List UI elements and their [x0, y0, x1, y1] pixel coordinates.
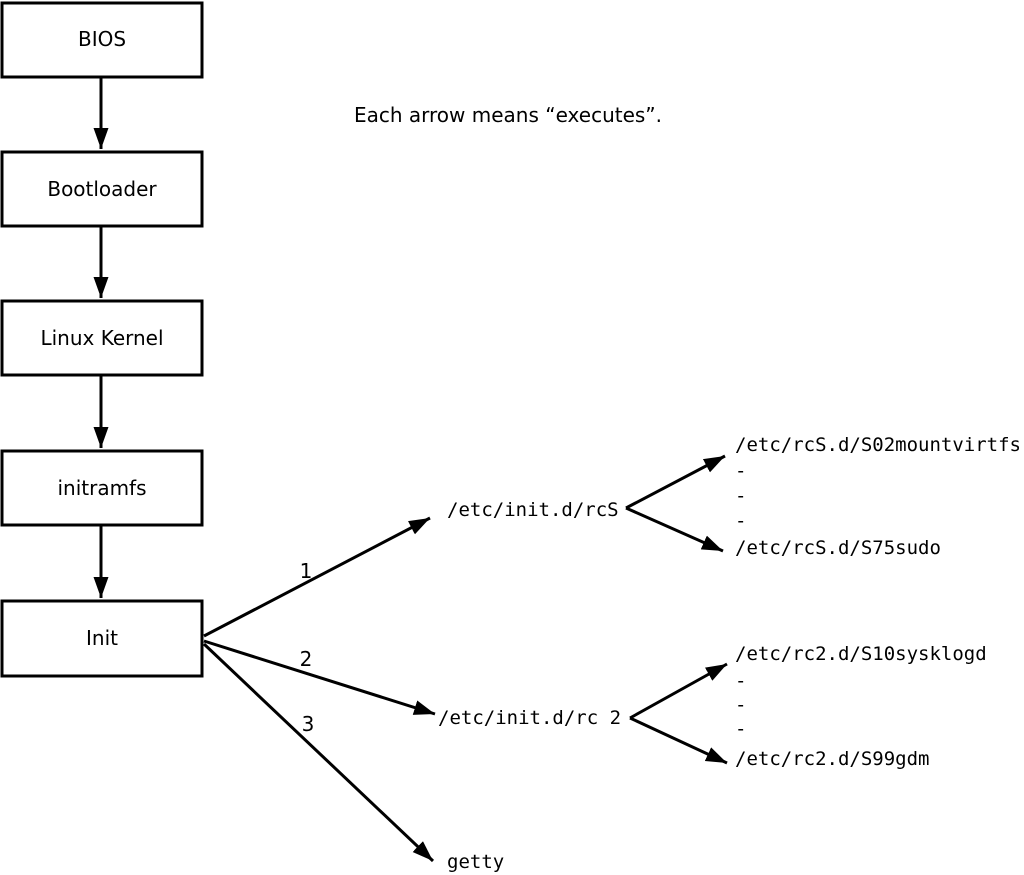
arrow-rcS-to-S02mountvirtfs [625, 454, 726, 510]
rc2-ellipsis-dash: - [735, 670, 746, 692]
bootloader-label: Bootloader [47, 177, 157, 201]
bios-box-rect [0, 1, 204, 79]
rcS-ellipsis-dash: - [735, 460, 746, 482]
init-label: Init [86, 626, 118, 650]
node-rc2-script-first: /etc/rc2.d/S10sysklogd [735, 643, 987, 665]
arrow-rc2-to-S99gdm [629, 716, 728, 765]
branch-label-3: 3 [302, 712, 315, 736]
caption-text: Each arrow means “executes”. [354, 103, 662, 127]
branch-label-1: 1 [300, 559, 313, 583]
branch-label-2: 2 [300, 647, 313, 671]
node-rcS-script-last: /etc/rcS.d/S75sudo [735, 537, 941, 559]
bootloader-box-rect [0, 150, 204, 228]
box-linux-kernel: Linux Kernel [0, 299, 204, 377]
rc2-ellipsis-dash: - [735, 694, 746, 716]
linux-kernel-label: Linux Kernel [40, 326, 163, 350]
arrow-init-to-getty [202, 642, 435, 863]
init-box-rect [0, 599, 204, 678]
initramfs-label: initramfs [57, 476, 146, 500]
box-bootloader: Bootloader [0, 150, 204, 228]
initramfs-box-rect [0, 449, 204, 527]
rcS-ellipsis-dash: - [735, 485, 746, 507]
arrow-init-to-rc2 [203, 639, 436, 716]
node-etc-init-d-rcS: /etc/init.d/rcS [447, 499, 619, 521]
box-bios: BIOS [0, 1, 204, 79]
bios-label: BIOS [78, 27, 126, 51]
box-initramfs: initramfs [0, 449, 204, 527]
node-etc-init-d-rc2: /etc/init.d/rc 2 [438, 707, 621, 729]
node-rcS-script-first: /etc/rcS.d/S02mountvirtfs [735, 434, 1021, 456]
rcS-ellipsis-dash: - [735, 510, 746, 532]
node-rc2-script-last: /etc/rc2.d/S99gdm [735, 748, 929, 770]
box-init: Init [0, 599, 204, 678]
rc2-ellipsis-dash: - [735, 718, 746, 740]
arrow-rc2-to-S10sysklogd [629, 662, 728, 720]
arrow-init-to-rcS [203, 516, 431, 638]
node-getty: getty [447, 851, 504, 873]
arrow-rcS-to-S75sudo [625, 506, 724, 553]
